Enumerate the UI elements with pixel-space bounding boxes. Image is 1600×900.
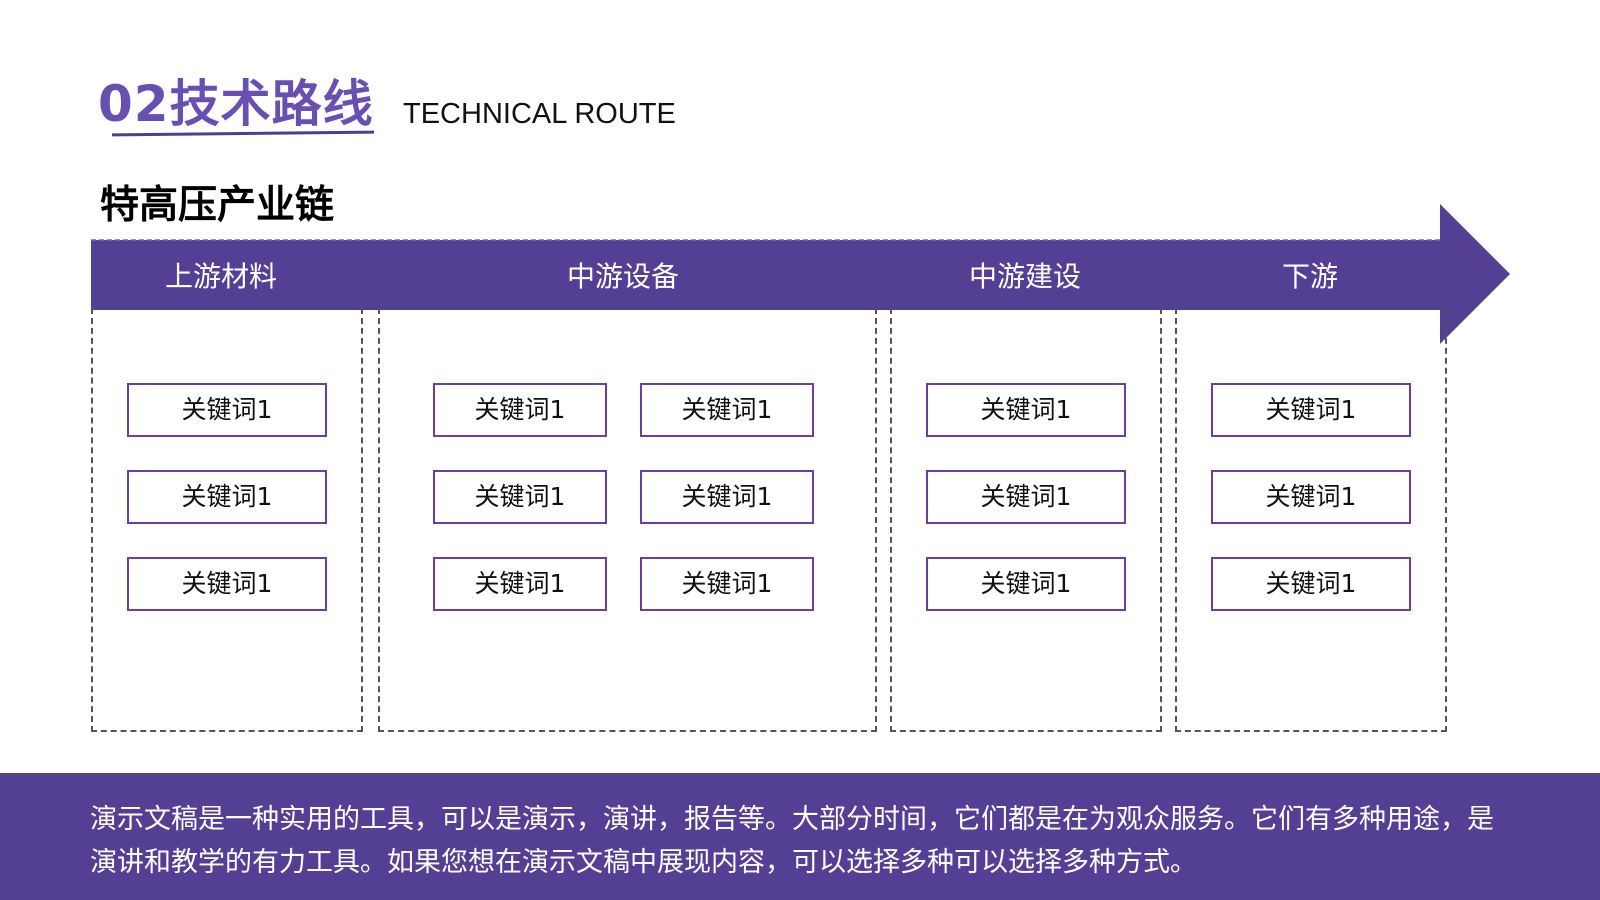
keyword-box: 关键词1 [433,470,607,524]
stage-label-midstream-construction: 中游建设 [968,260,1081,293]
column-midstream-equipment [378,308,877,732]
stage-label-downstream: 下游 [1281,260,1338,293]
column-midstream-construction [890,308,1162,732]
keyword-box: 关键词1 [640,557,814,611]
footer-description: 演示文稿是一种实用的工具，可以是演示，演讲，报告等。大部分时间，它们都是在为观众… [90,804,1494,878]
keyword-box: 关键词1 [926,383,1126,437]
keyword-box: 关键词1 [433,557,607,611]
keyword-box: 关键词1 [640,470,814,524]
section-title: 特高压产业链 [100,183,335,228]
keyword-box: 关键词1 [433,383,607,437]
keyword-box: 关键词1 [127,383,327,437]
column-downstream [1175,308,1447,732]
stage-label-upstream-materials: 上游材料 [164,260,277,293]
keyword-box: 关键词1 [1211,383,1411,437]
page-subtitle: TECHNICAL ROUTE [403,98,676,130]
keyword-box: 关键词1 [127,557,327,611]
column-upstream-materials [91,308,363,732]
page-title: 02技术路线 [98,75,374,133]
keyword-box: 关键词1 [127,470,327,524]
keyword-box: 关键词1 [926,557,1126,611]
footer-band [0,773,1600,900]
keyword-box: 关键词1 [926,470,1126,524]
stage-label-midstream-equipment: 中游设备 [566,260,679,293]
keyword-box: 关键词1 [1211,557,1411,611]
keyword-box: 关键词1 [640,383,814,437]
keyword-box: 关键词1 [1211,470,1411,524]
